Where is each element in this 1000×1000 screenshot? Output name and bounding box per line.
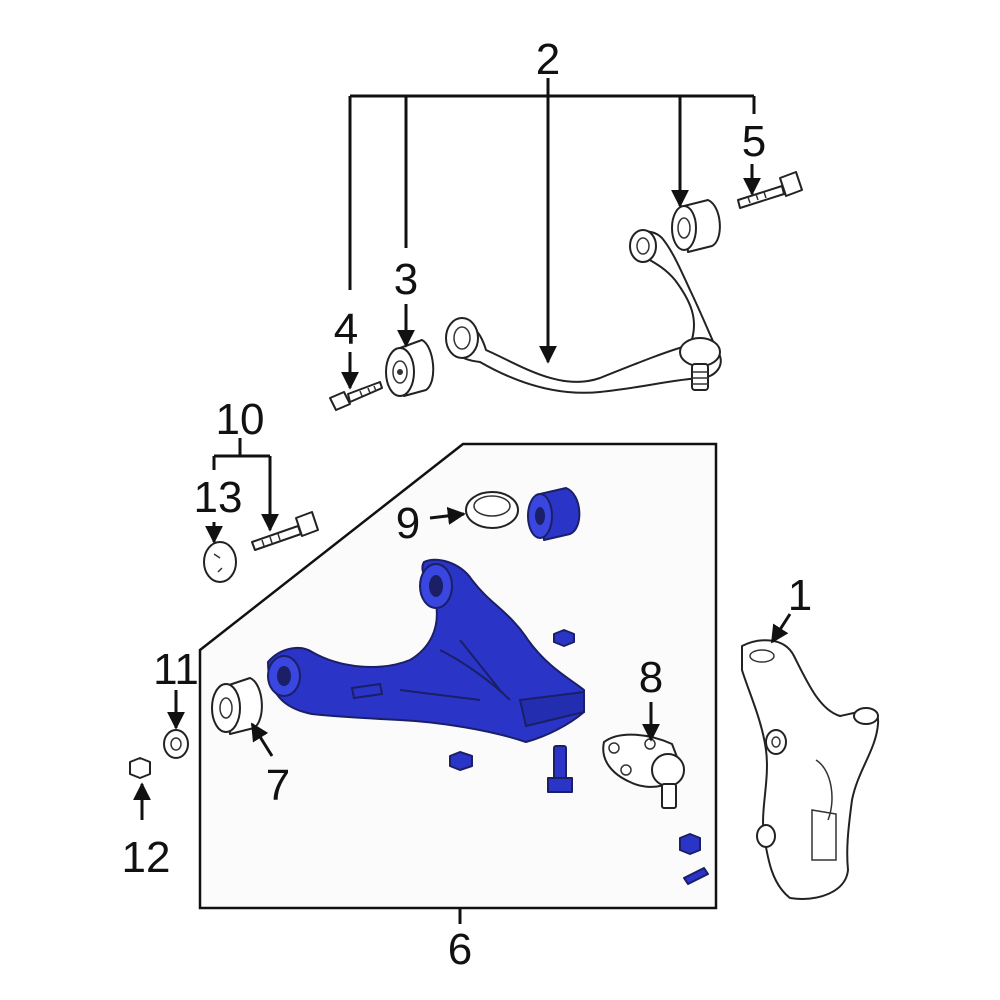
bolt-4[interactable] [329, 381, 383, 411]
lower-control-arm-highlighted[interactable] [267, 558, 585, 743]
callout-10: 10 [216, 395, 265, 444]
ball-joint-8[interactable] [602, 733, 685, 809]
callout-9: 9 [396, 499, 420, 548]
callout-11: 11 [153, 645, 199, 694]
callout-8: 8 [639, 653, 663, 702]
callout-7: 7 [266, 761, 290, 810]
callout-1: 1 [788, 571, 812, 620]
callout-13: 13 [194, 473, 243, 522]
ball-joint-nut-highlighted[interactable] [679, 833, 701, 855]
bolt-5[interactable] [737, 171, 803, 209]
upper-bushing-rear[interactable] [671, 199, 721, 253]
callout-labels: 1 2 3 4 5 6 7 8 9 10 11 12 13 [122, 35, 813, 974]
steering-knuckle-1[interactable] [741, 639, 880, 900]
lower-bushing-rear-highlighted[interactable] [527, 487, 581, 541]
callout-4: 4 [334, 305, 358, 354]
bolt-highlighted[interactable] [547, 745, 573, 793]
nut-lower-highlighted[interactable] [449, 751, 473, 771]
callout-12: 12 [122, 833, 171, 882]
washer-11[interactable] [163, 729, 189, 759]
upper-bushing-front[interactable] [385, 339, 435, 397]
nut-upper-highlighted[interactable] [553, 629, 575, 647]
callout-6: 6 [448, 925, 472, 974]
callout-5: 5 [742, 117, 766, 166]
bolt-10[interactable] [251, 511, 319, 551]
callout-2: 2 [536, 35, 560, 84]
leader-lines [133, 78, 792, 924]
nut-12[interactable] [129, 757, 151, 779]
upper-control-arm[interactable] [445, 229, 722, 394]
callout-3: 3 [394, 255, 418, 304]
washer-13[interactable] [203, 541, 237, 583]
lower-bushing-front[interactable] [211, 677, 263, 735]
cap-9[interactable] [465, 491, 519, 529]
cotter-pin-highlighted[interactable] [683, 867, 709, 885]
